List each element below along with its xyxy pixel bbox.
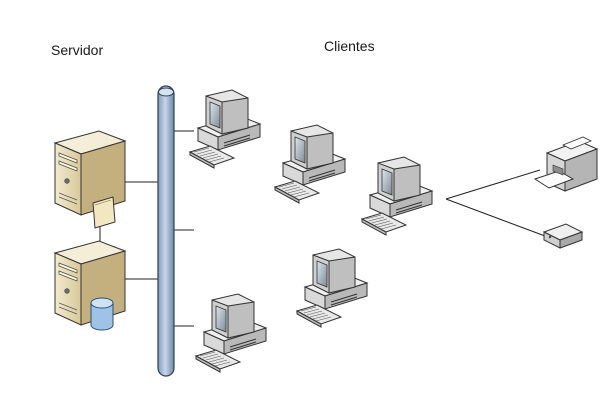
workstation-icon (274, 124, 346, 204)
network-device-icon (542, 223, 584, 249)
workstation-icon (195, 293, 267, 373)
printer-icon (533, 136, 599, 192)
connection-lines (99, 130, 546, 327)
server-label: Servidor (51, 42, 104, 58)
network-bus (157, 85, 175, 377)
clients-label: Clientes (324, 38, 375, 54)
workstation-icon (189, 89, 261, 169)
database-server-icon (54, 240, 126, 331)
workstation-icon (361, 156, 433, 236)
workstation-icon (296, 248, 368, 328)
server-icon (54, 130, 126, 229)
